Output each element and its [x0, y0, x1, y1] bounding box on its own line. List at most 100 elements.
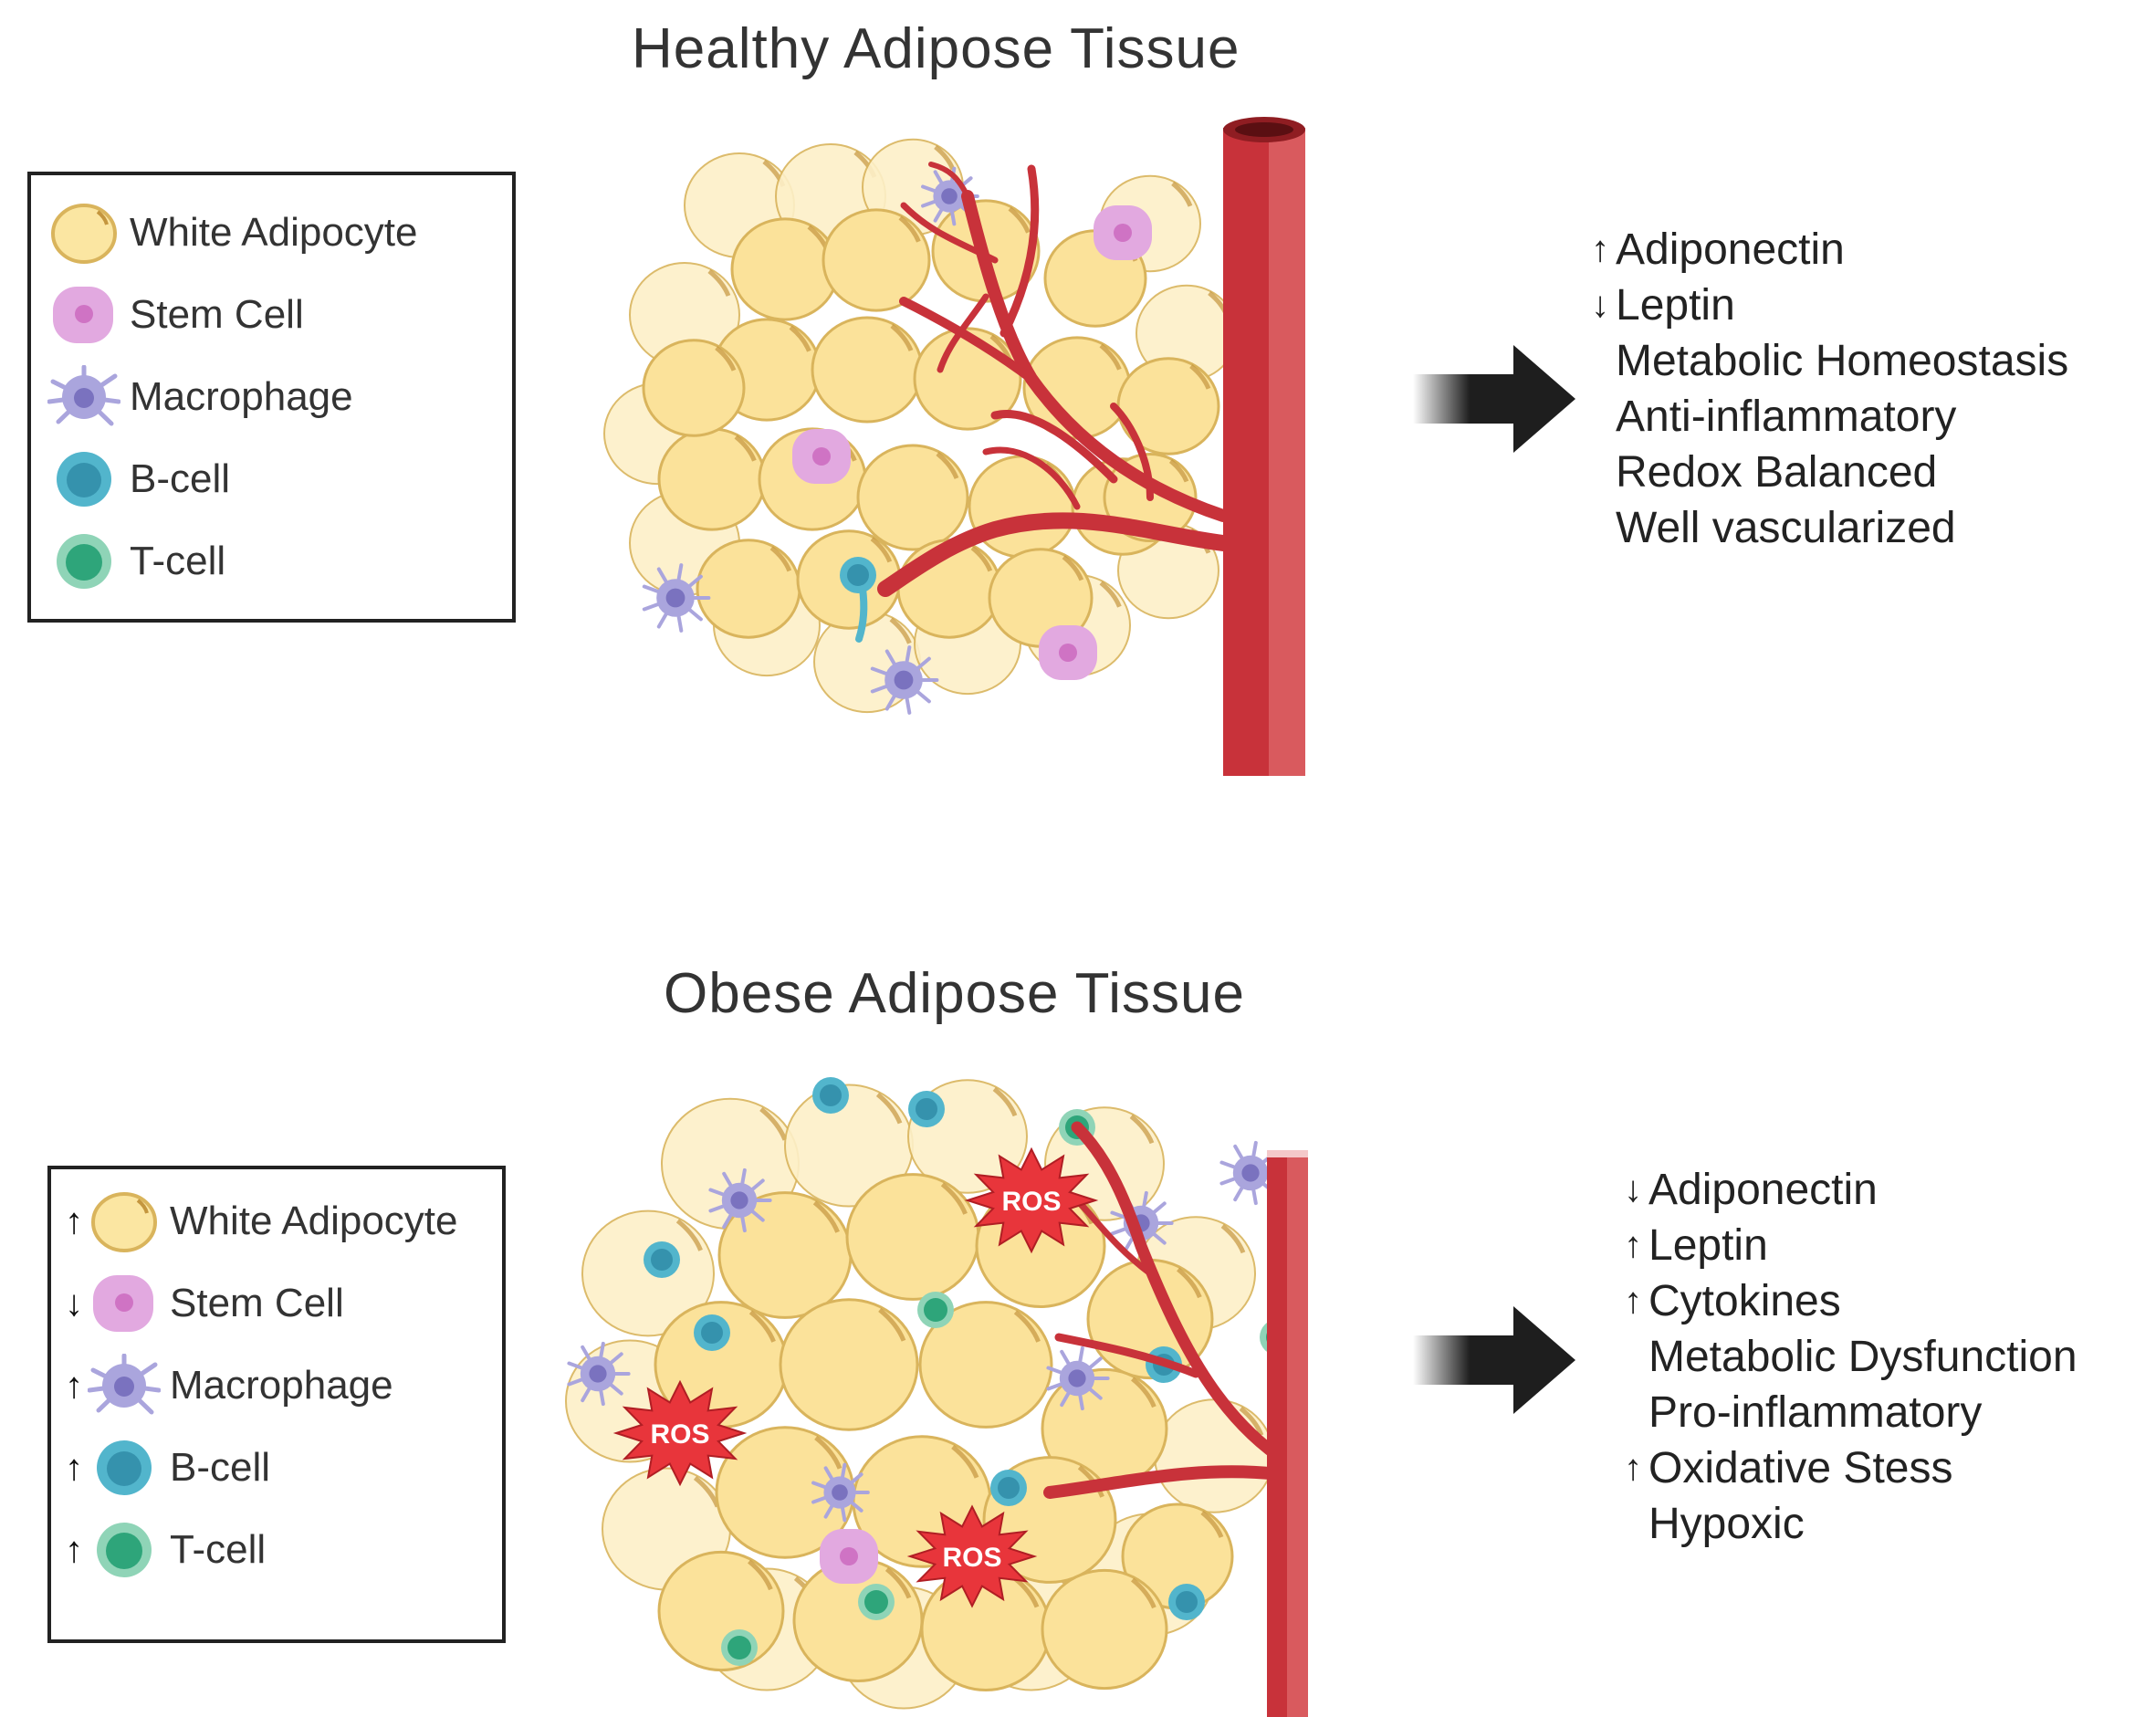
blood-vessel-branches: [1043, 1121, 1284, 1499]
white-adipocyte-icon: [51, 204, 117, 264]
adipocyte-cell: [657, 1550, 785, 1672]
adipocyte-cell: [1154, 1398, 1274, 1513]
stem-cell: [1094, 205, 1152, 260]
increase-marker: ↑: [65, 1365, 83, 1406]
macrophage-cell: [1046, 1345, 1110, 1411]
macrophage-cell: [642, 563, 711, 633]
adipocyte-cell: [717, 1191, 853, 1319]
effect-item: Anti-inflammatory: [1616, 393, 1957, 441]
adipocyte-cell: [918, 1301, 1053, 1429]
effect-item: Hypoxic: [1648, 1500, 1805, 1548]
macrophage-cell: [870, 645, 939, 715]
legend-label: Stem Cell: [170, 1281, 344, 1325]
obese-arrow-icon: [1413, 1306, 1575, 1414]
adipocyte-cell: [1041, 1568, 1168, 1691]
adipocyte-cell: [581, 1209, 715, 1337]
t-cell: [917, 1292, 954, 1328]
legend-row-white-adipocyte: ↑ White Adipocyte: [60, 1189, 458, 1253]
obese-tissue-illustration: ROS ROS ROS: [565, 1077, 1308, 1717]
adipocyte-cell: [715, 1426, 855, 1559]
ros-label: ROS: [942, 1543, 1001, 1573]
stem-cell-icon: [93, 1275, 153, 1332]
effect-item: ↑Oxidative Stess: [1624, 1444, 1953, 1492]
healthy-panel: Healthy Adipose Tissue White Adipocyte S…: [0, 0, 2156, 822]
effect-item: Pro-inflammatory: [1648, 1388, 1983, 1437]
legend-row-stem-cell: Stem Cell: [47, 283, 304, 347]
adipocyte-cell: [968, 455, 1077, 559]
legend-row-white-adipocyte: White Adipocyte: [47, 201, 418, 265]
ros-burst: ROS: [906, 1504, 1038, 1608]
legend-row-t-cell: ↑ T-cell: [60, 1518, 266, 1582]
legend-row-b-cell: ↑ B-cell: [60, 1436, 270, 1500]
stem-cell: [792, 429, 851, 484]
stem-cell-icon: [53, 287, 113, 343]
ros-burst: ROS: [612, 1379, 748, 1487]
effect-item: ↑Adiponectin: [1591, 225, 1845, 274]
healthy-title: Healthy Adipose Tissue: [632, 17, 1240, 80]
macrophage-cell: [567, 1341, 631, 1407]
adipocyte-cell: [657, 427, 767, 531]
b-cell: [840, 557, 876, 593]
increase-marker: ↑: [65, 1200, 83, 1241]
white-adipocyte-icon: [91, 1192, 157, 1252]
effect-item: ↓Leptin: [1591, 281, 1735, 330]
decrease-marker: ↓: [65, 1283, 83, 1324]
legend-label: Stem Cell: [130, 292, 304, 337]
legend-label: White Adipocyte: [130, 210, 418, 255]
effect-item: ↑Leptin: [1624, 1221, 1768, 1270]
t-cell: [858, 1584, 895, 1620]
legend-label: T-cell: [170, 1527, 267, 1572]
obese-title: Obese Adipose Tissue: [664, 962, 1245, 1025]
legend-row-b-cell: B-cell: [47, 447, 230, 511]
ros-label: ROS: [650, 1419, 709, 1450]
adipocyte-cell: [845, 1173, 980, 1301]
effect-item: Redox Balanced: [1616, 448, 1938, 497]
healthy-effects-list: ↑Adiponectin ↓Leptin Metabolic Homeostas…: [1585, 222, 2068, 556]
macrophage-cell: [708, 1167, 772, 1233]
main-blood-vessel: [1223, 117, 1305, 776]
legend-row-macrophage: ↑ Macrophage: [60, 1354, 393, 1418]
stem-cell: [1039, 625, 1097, 680]
b-cell-icon: [57, 452, 111, 507]
adipocyte-cell: [696, 539, 801, 639]
ros-label: ROS: [1001, 1187, 1061, 1217]
effect-item: ↑Cytokines: [1624, 1277, 1841, 1325]
main-blood-vessel: [1267, 1150, 1308, 1717]
adipocyte-cell: [779, 1298, 919, 1431]
t-cell-icon: [57, 534, 111, 589]
healthy-arrow-icon: [1413, 345, 1575, 453]
b-cell: [694, 1314, 730, 1351]
adipocyte-cell: [730, 217, 840, 321]
b-cell-icon: [97, 1440, 152, 1495]
legend-label: T-cell: [130, 539, 226, 583]
effect-item: Metabolic Homeostasis: [1616, 337, 2069, 385]
effect-item: Well vascularized: [1616, 504, 1956, 552]
increase-marker: ↑: [65, 1529, 83, 1570]
t-cell-icon: [97, 1523, 152, 1577]
legend-label: Macrophage: [170, 1363, 393, 1408]
stem-cell: [820, 1529, 878, 1584]
ros-markers: ROS ROS ROS: [612, 1146, 1099, 1608]
legend-label: Macrophage: [130, 374, 353, 419]
b-cell: [908, 1091, 945, 1127]
adipocyte-cell: [856, 444, 969, 551]
legend-row-t-cell: T-cell: [47, 529, 225, 593]
b-cell: [990, 1470, 1027, 1506]
legend-label: B-cell: [170, 1445, 271, 1490]
obese-effects-list: ↓Adiponectin ↑Leptin ↑Cytokines Metaboli…: [1617, 1162, 2078, 1552]
healthy-tissue-illustration: [603, 117, 1305, 776]
legend-row-stem-cell: ↓ Stem Cell: [60, 1272, 344, 1335]
legend-row-macrophage: Macrophage: [47, 365, 353, 429]
ros-burst: ROS: [964, 1146, 1099, 1254]
increase-marker: ↑: [65, 1447, 83, 1488]
healthy-legend: White Adipocyte Stem Cell Macrophage B-c…: [27, 172, 516, 623]
adipocyte-cluster: [603, 138, 1238, 715]
t-cell: [721, 1629, 758, 1666]
effect-item: ↓Adiponectin: [1624, 1166, 1878, 1214]
obese-panel: Obese Adipose Tissue ↑ White Adipocyte ↓…: [0, 940, 2156, 1717]
macrophage-icon: [47, 365, 120, 426]
legend-label: B-cell: [130, 456, 231, 501]
adipocyte-cell: [811, 316, 924, 424]
macrophage-cell: [921, 166, 979, 226]
adipocyte-cell: [642, 339, 746, 437]
